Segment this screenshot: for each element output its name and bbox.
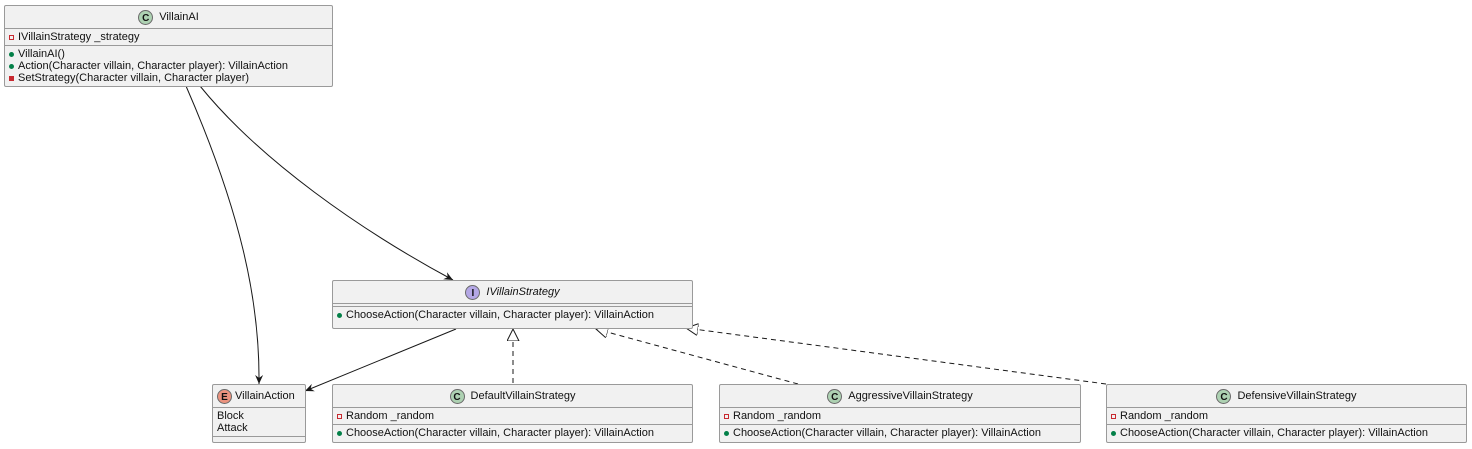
private-field-icon [724,413,729,419]
class-badge-icon: C [827,388,843,404]
fields-section: IVillainStrategy _strategy [5,29,332,46]
interface-ivillainstrategy[interactable]: I IVillainStrategy ChooseAction(Characte… [332,280,693,329]
method-text: Action(Character villain, Character play… [18,60,289,72]
method-row: ChooseAction(Character villain, Characte… [1111,427,1462,439]
enum-literal: Attack [217,422,248,434]
private-field-icon [337,413,342,419]
public-method-icon [337,312,342,318]
private-method-icon [9,75,14,81]
private-field-icon [1111,413,1116,419]
enum-literal: Block [217,410,244,422]
realization-aggressive-to-interface [596,329,799,385]
fields-section: Random _random [333,408,692,425]
method-row: ChooseAction(Character villain, Characte… [724,427,1076,439]
class-villain-ai[interactable]: C VillainAI IVillainStrategy _strategy V… [4,5,333,87]
methods-section [213,437,305,439]
class-name: AggressiveVillainStrategy [848,390,973,402]
method-row: Action(Character villain, Character play… [9,60,328,72]
class-badge-icon: C [449,388,465,404]
methods-section: ChooseAction(Character villain, Characte… [720,425,1080,441]
method-text: ChooseAction(Character villain, Characte… [346,309,654,321]
method-row: ChooseAction(Character villain, Characte… [337,309,688,321]
class-header: C DefensiveVillainStrategy [1107,385,1466,408]
methods-section: VillainAI() Action(Character villain, Ch… [5,46,332,86]
class-badge-icon: C [138,9,154,25]
public-method-icon [724,430,729,436]
method-text: VillainAI() [18,48,65,60]
class-name: VillainAI [159,11,199,23]
method-row: SetStrategy(Character villain, Character… [9,72,328,84]
relation-ivillainstrategy-to-villainaction [304,328,457,392]
field-text: Random _random [1120,410,1209,422]
private-field-icon [9,34,14,40]
fields-section: Random _random [1107,408,1466,425]
interface-badge-icon: I [465,284,481,300]
enum-villainaction[interactable]: E VillainAction Block Attack [212,384,306,443]
realization-defensive-to-interface [686,328,1107,385]
field-row: IVillainStrategy _strategy [9,31,328,43]
class-name: DefaultVillainStrategy [470,390,576,402]
class-name: VillainAction [235,390,295,402]
class-defaultvillainstrategy[interactable]: C DefaultVillainStrategy Random _random … [332,384,693,443]
method-row: ChooseAction(Character villain, Characte… [337,427,688,439]
field-row: Random _random [724,410,1076,422]
class-header: I IVillainStrategy [333,281,692,304]
field-text: Random _random [346,410,435,422]
class-aggressivevillainstrategy[interactable]: C AggressiveVillainStrategy Random _rand… [719,384,1081,443]
method-text: ChooseAction(Character villain, Characte… [1120,427,1428,439]
class-defensivevillainstrategy[interactable]: C DefensiveVillainStrategy Random _rando… [1106,384,1467,443]
field-row: Random _random [1111,410,1462,422]
public-method-icon [337,430,342,436]
literals-section: Block Attack [213,408,305,437]
field-text: Random _random [733,410,822,422]
fields-section [333,304,692,307]
method-text: ChooseAction(Character villain, Characte… [733,427,1041,439]
methods-section: ChooseAction(Character villain, Characte… [1107,425,1466,441]
class-name: IVillainStrategy [486,286,560,298]
class-header: C VillainAI [5,6,332,29]
class-name: DefensiveVillainStrategy [1237,390,1357,402]
public-method-icon [9,63,14,69]
class-header: E VillainAction [213,385,305,408]
field-row: Random _random [337,410,688,422]
relation-villainai-to-ivillainstrategy [199,85,454,281]
class-header: C AggressiveVillainStrategy [720,385,1080,408]
enum-badge-icon: E [217,388,232,404]
methods-section: ChooseAction(Character villain, Characte… [333,425,692,441]
methods-section: ChooseAction(Character villain, Characte… [333,307,692,323]
method-text: SetStrategy(Character villain, Character… [18,72,250,84]
class-header: C DefaultVillainStrategy [333,385,692,408]
method-text: ChooseAction(Character villain, Characte… [346,427,654,439]
field-text: IVillainStrategy _strategy [18,31,140,43]
method-row: VillainAI() [9,48,328,60]
public-method-icon [1111,430,1116,436]
fields-section: Random _random [720,408,1080,425]
relation-villainai-to-villainaction [185,85,264,385]
class-badge-icon: C [1216,388,1232,404]
public-method-icon [9,51,14,57]
